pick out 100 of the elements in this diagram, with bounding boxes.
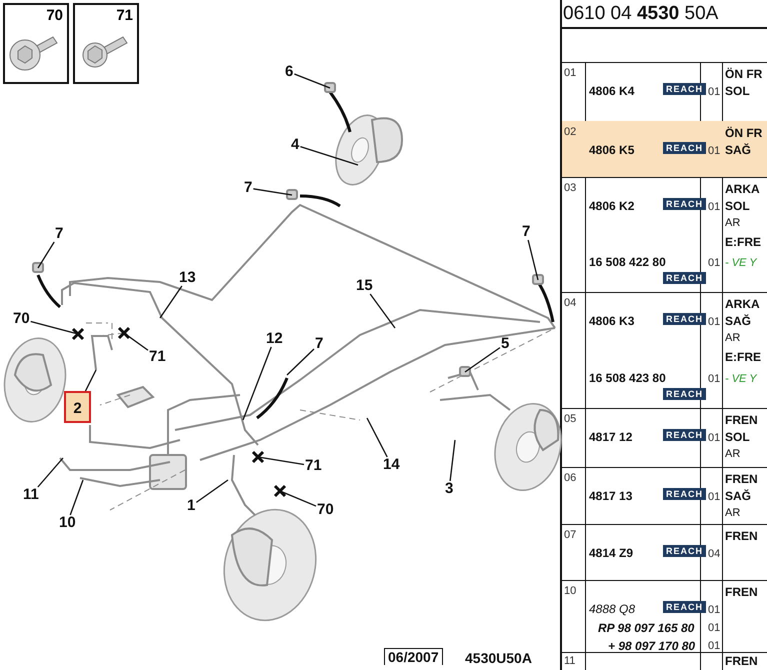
part-description: FREN: [725, 472, 758, 486]
part-description: ÖN FR: [725, 126, 762, 140]
callout-number: 1: [186, 498, 196, 514]
part-description: FREN: [725, 413, 758, 427]
row-number: 06: [564, 472, 576, 484]
callout-number: 11: [22, 487, 40, 503]
reach-badge: REACH: [663, 388, 706, 400]
part-description: SAĞ: [725, 143, 752, 157]
row-number: 01: [564, 67, 576, 79]
leader-line: [253, 188, 292, 196]
leader-line: [286, 348, 314, 376]
callout-number: 13: [178, 270, 197, 286]
reach-badge: REACH: [663, 83, 706, 95]
quantity: 01: [708, 432, 720, 444]
part-description: SOL: [725, 199, 750, 213]
callout-number: 7: [314, 336, 324, 352]
note-text: - VE Y: [725, 373, 757, 385]
callout-number: 5: [500, 336, 510, 352]
callout-number: 71: [116, 7, 133, 24]
part-number: 4817 12: [589, 430, 632, 444]
callout-number: 71: [304, 458, 323, 474]
quantity: 01: [708, 86, 720, 98]
part-description: ÖN FR: [725, 67, 762, 81]
quantity: 01: [708, 640, 720, 652]
part-description: SAĞ: [725, 314, 752, 328]
callout-number: 10: [58, 515, 77, 531]
part-number: 4817 13: [589, 489, 632, 503]
part-description: AR: [725, 448, 740, 460]
leader-line: [70, 480, 84, 516]
note-text: - VE Y: [725, 257, 757, 269]
quantity: 01: [708, 201, 720, 213]
reach-badge: REACH: [663, 198, 706, 210]
quantity: 01: [708, 491, 720, 503]
reach-badge: REACH: [663, 545, 706, 557]
leader-line: [300, 146, 358, 166]
part-number: 4814 Z9: [589, 546, 634, 560]
part-description: ARKA: [725, 297, 760, 311]
reach-badge: REACH: [663, 488, 706, 500]
reach-badge: REACH: [663, 313, 706, 325]
leader-line: [242, 346, 272, 420]
inset-panel: [3, 3, 69, 84]
quantity: 01: [708, 316, 720, 328]
leader-line: [449, 440, 456, 482]
leader-line: [366, 418, 388, 458]
leader-line: [84, 370, 97, 392]
date-stamp: 06/2007: [384, 648, 443, 665]
leader-line: [37, 458, 64, 488]
row-number: 07: [564, 529, 576, 541]
leader-line: [280, 490, 316, 507]
part-description: E:FRE: [725, 235, 761, 249]
part-description: FREN: [725, 529, 758, 543]
leader-line: [159, 286, 182, 318]
part-description: SOL: [725, 430, 750, 444]
part-number: 4806 K5: [589, 143, 634, 157]
row-number: 03: [564, 182, 576, 194]
row-number: 05: [564, 413, 576, 425]
reach-badge: REACH: [663, 601, 706, 613]
callout-number: 7: [54, 226, 64, 242]
part-description: AR: [725, 217, 740, 229]
callout-number: 71: [148, 349, 167, 365]
part-description: FREN: [725, 654, 758, 668]
row-number: 11: [564, 655, 576, 667]
leader-line: [370, 294, 396, 328]
quantity: 01: [708, 145, 720, 157]
callout-number: 14: [382, 457, 401, 473]
part-description: SAĞ: [725, 489, 752, 503]
leader-line: [30, 320, 78, 335]
part-description: AR: [725, 507, 740, 519]
reach-badge: REACH: [663, 429, 706, 441]
callout-number: 15: [355, 278, 374, 294]
leader-line: [294, 73, 330, 89]
callout-number: 70: [316, 502, 335, 518]
part-number: 4806 K3: [589, 314, 634, 328]
part-number: 4806 K4: [589, 84, 634, 98]
leader-line: [528, 240, 539, 280]
callout-number: 70: [12, 311, 31, 327]
row-number: 04: [564, 297, 576, 309]
leader-line: [196, 479, 228, 503]
inset-panel: [73, 3, 139, 84]
part-number: 16 508 422 80: [589, 255, 666, 269]
part-number: 16 508 423 80: [589, 371, 666, 385]
leader-line: [37, 242, 55, 268]
part-number: + 98 097 170 80: [608, 639, 696, 653]
part-number: RP 98 097 165 80: [598, 621, 694, 635]
quantity: 01: [708, 257, 720, 269]
quantity: 01: [708, 373, 720, 385]
part-description: SOL: [725, 84, 750, 98]
row-number: 02: [564, 126, 576, 138]
quantity: 01: [708, 604, 720, 616]
part-description: AR: [725, 332, 740, 344]
part-description: E:FRE: [725, 350, 761, 364]
highlighted-callout: 2: [64, 391, 91, 423]
callout-number: 4: [290, 137, 300, 153]
callout-number: 7: [521, 224, 532, 240]
callout-number: 3: [444, 481, 454, 497]
leader-line: [124, 332, 148, 351]
part-number: 4806 K2: [589, 199, 634, 213]
drawing-code: 4530U50A: [465, 650, 532, 666]
quantity: 01: [708, 622, 720, 634]
reach-badge: REACH: [663, 142, 706, 154]
